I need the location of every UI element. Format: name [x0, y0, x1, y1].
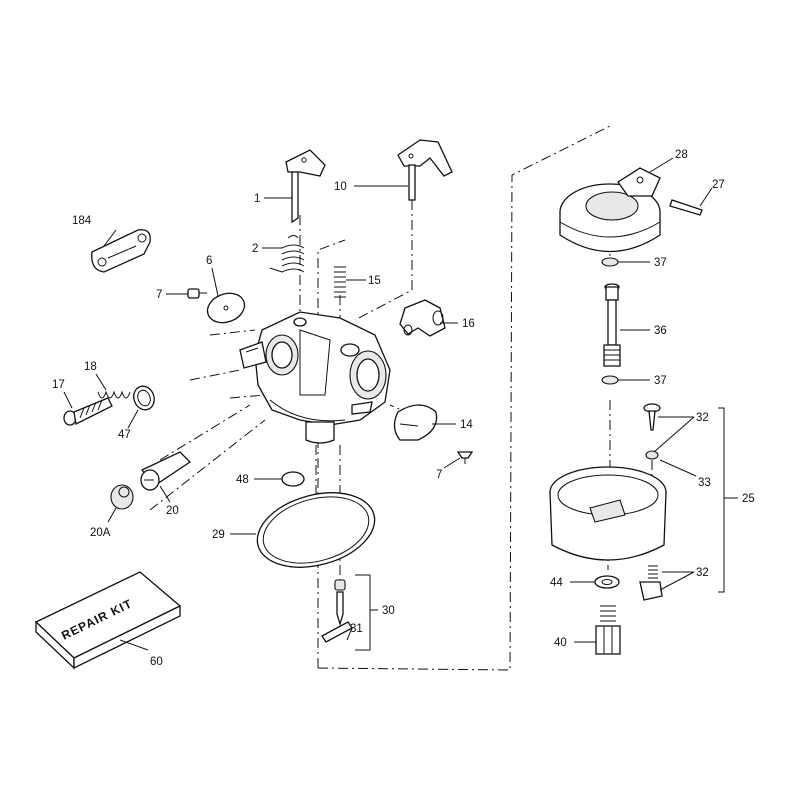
gasket-part [91, 229, 151, 273]
bowl-gasket-part [256, 492, 376, 568]
callout-1: 1 [254, 193, 260, 205]
callout-20a: 20A [90, 527, 111, 539]
bowl-nut-washer-part [594, 575, 620, 589]
callout-32-upper: 32 [696, 412, 709, 424]
idle-spring-part [334, 266, 346, 298]
callout-44: 44 [550, 577, 563, 589]
bowl-nut-part [595, 605, 621, 655]
carburetor-body-part [239, 311, 391, 444]
inlet-needle-part [321, 579, 353, 643]
callout-48: 48 [236, 474, 249, 486]
callout-28: 28 [675, 149, 688, 161]
callout-25: 25 [742, 493, 755, 505]
callout-20: 20 [166, 505, 179, 517]
drain-screw-upper-part [643, 403, 661, 431]
callout-10: 10 [334, 181, 347, 193]
choke-shaft-part [397, 139, 453, 201]
callout-16: 16 [462, 318, 475, 330]
throttle-plate-screw-part [456, 451, 474, 464]
drain-washer-part [645, 450, 659, 460]
throttle-plate-part [393, 404, 438, 441]
repair-kit-part: REPAIR KIT [34, 571, 182, 670]
callout-37-lower: 37 [654, 375, 667, 387]
fuel-inlet-fitting-part [399, 299, 446, 337]
callout-17: 17 [52, 379, 65, 391]
bowl-washer-part [281, 471, 305, 487]
main-jet-part [140, 451, 192, 491]
leader-lines [63, 157, 738, 651]
callout-60: 60 [150, 656, 163, 668]
choke-plate-screw-part [187, 288, 207, 299]
callout-47: 47 [118, 429, 131, 441]
callout-36: 36 [654, 325, 667, 337]
throttle-spring-part [269, 235, 305, 273]
callout-40: 40 [554, 637, 567, 649]
choke-plate-part [206, 292, 246, 324]
callout-7-lower: 7 [436, 469, 442, 481]
callout-30: 30 [382, 605, 395, 617]
callout-14: 14 [460, 419, 473, 431]
callout-2: 2 [252, 243, 258, 255]
drain-screw-lower-part [639, 565, 663, 601]
idle-mixture-screw-part [63, 397, 113, 426]
callout-15: 15 [368, 275, 381, 287]
jet-cap-part [110, 484, 134, 510]
float-pin-part [669, 199, 703, 216]
callout-18: 18 [84, 361, 97, 373]
washer-upper-part [601, 257, 619, 267]
idle-screw-spring-part [97, 390, 131, 399]
callout-labels: 1 2 10 15 6 7 16 184 17 18 47 14 7 20 20… [52, 149, 755, 668]
washer-lower-part [601, 375, 619, 385]
callout-31: 31 [350, 623, 363, 635]
float-bowl-part [549, 466, 667, 561]
callout-37-upper: 37 [654, 257, 667, 269]
callout-184: 184 [72, 215, 92, 227]
float-part [559, 167, 661, 253]
o-ring-small-part [133, 385, 155, 411]
throttle-shaft-part [285, 149, 326, 224]
callout-33: 33 [698, 477, 711, 489]
callout-6: 6 [206, 255, 212, 267]
callout-7-upper: 7 [156, 289, 162, 301]
callout-27: 27 [712, 179, 725, 191]
callout-32-lower: 32 [696, 567, 709, 579]
main-nozzle-part [603, 283, 621, 367]
callout-29: 29 [212, 529, 225, 541]
